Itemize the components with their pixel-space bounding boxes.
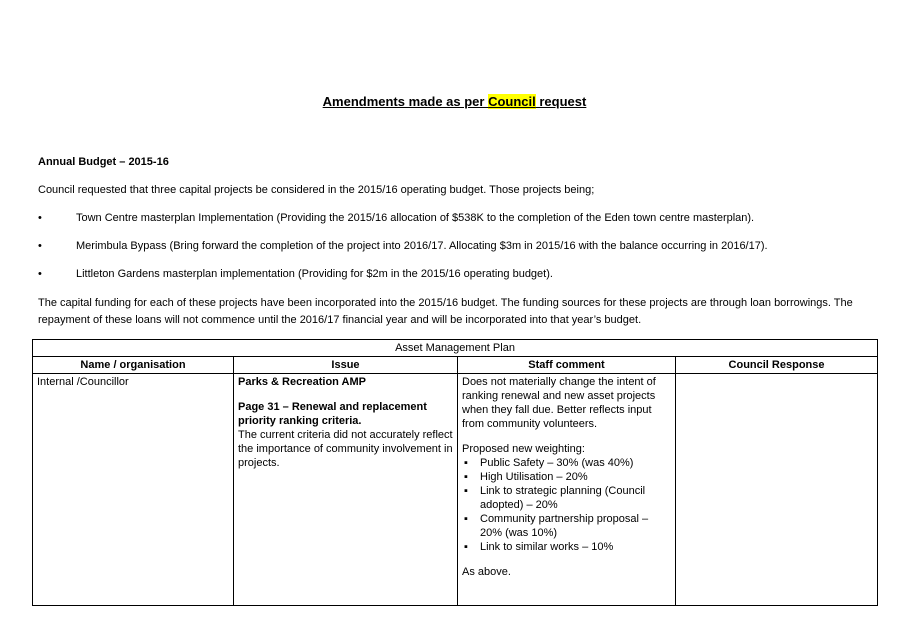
list-item: Link to strategic planning (Council adop… (464, 484, 671, 512)
intro-paragraph: Council requested that three capital pro… (38, 184, 595, 196)
title-suffix: request (535, 94, 587, 109)
column-header: Staff comment (457, 356, 676, 374)
column-header: Name / organisation (32, 356, 234, 374)
title-highlight: Council (488, 94, 536, 109)
bullet-item: Merimbula Bypass (Bring forward the comp… (76, 240, 768, 252)
name-cell: Internal /Councillor (32, 373, 234, 606)
funding-paragraph: The capital funding for each of these pr… (38, 297, 853, 326)
bullet-marker: • (38, 240, 42, 252)
list-item: High Utilisation – 20% (464, 470, 671, 484)
title-prefix: Amendments made as per (322, 94, 489, 109)
bullet-marker: • (38, 212, 42, 224)
staff-closing: As above. (462, 566, 511, 578)
table-header-row: Name / organisation Issue Staff comment … (32, 356, 879, 374)
weighting-list: Public Safety – 30% (was 40%) High Utili… (462, 456, 671, 554)
council-response-cell (674, 373, 879, 606)
issue-subtitle: Page 31 – Renewal and replacement priori… (238, 401, 427, 427)
staff-comment-cell: Does not materially change the intent of… (457, 373, 676, 606)
list-item: Link to similar works – 10% (464, 540, 671, 554)
column-header: Council Response (674, 356, 879, 374)
asset-management-table: Asset Management Plan Name / organisatio… (31, 339, 879, 606)
staff-intro: Does not materially change the intent of… (462, 376, 656, 430)
issue-cell: Parks & Recreation AMP Page 31 – Renewal… (233, 373, 458, 606)
issue-title: Parks & Recreation AMP (238, 376, 366, 388)
bullet-item: Town Centre masterplan Implementation (P… (76, 212, 755, 224)
name-value: Internal /Councillor (37, 376, 129, 388)
table-row: Internal /Councillor Parks & Recreation … (32, 373, 879, 606)
column-header: Issue (233, 356, 458, 374)
list-item: Public Safety – 30% (was 40%) (464, 456, 671, 470)
issue-text: The current criteria did not accurately … (238, 429, 453, 469)
table-caption: Asset Management Plan (31, 339, 879, 357)
bullet-marker: • (38, 268, 42, 280)
staff-weighting-label: Proposed new weighting: (462, 443, 585, 455)
section-heading: Annual Budget – 2015-16 (38, 156, 169, 168)
bullet-item: Littleton Gardens masterplan implementat… (76, 268, 553, 280)
page-title: Amendments made as per Council request (0, 94, 909, 109)
list-item: Community partnership proposal – 20% (wa… (464, 512, 671, 540)
